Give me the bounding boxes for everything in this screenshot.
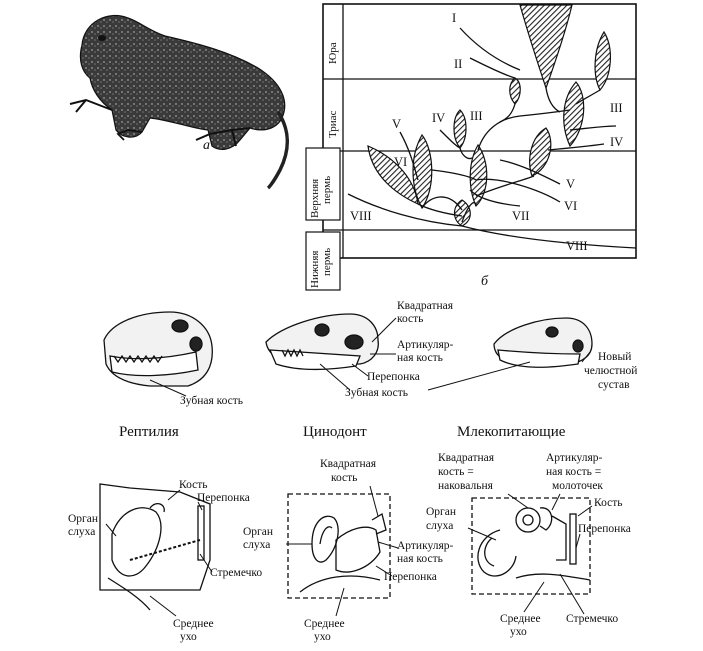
phylogeny-chart [305, 3, 637, 291]
ear-cynodont-middle-2: ухо [314, 631, 331, 643]
ear-reptile-organ-2: слуха [68, 526, 96, 538]
lineage-I-spindle [519, 4, 573, 90]
skull-mammal [493, 317, 593, 368]
ear-reptile-stapes: Стремечко [210, 567, 263, 579]
ear-mammal-articular-3: молоточек [552, 480, 604, 492]
skull-leader-lines [149, 317, 591, 397]
skull-label-quadrate-2: кость [397, 313, 424, 325]
lineage-label-III-right: III [610, 101, 623, 115]
panel-letter-a: а [203, 138, 210, 153]
period-label-jurassic: Юра [327, 42, 339, 64]
ear-reptile-middle-2: ухо [180, 631, 197, 643]
lineage-label-VIII-right: VIII [566, 239, 588, 253]
group-title-reptile: Рептилия [119, 424, 179, 440]
ear-cynodont-quadrate-1: Квадратная [320, 458, 377, 470]
period-label-upper-permian-2: пермь [321, 175, 333, 204]
lineage-label-III: III [470, 109, 483, 123]
ear-cynodont-eardrum: Перепонка [384, 571, 437, 583]
animal-hindleg [195, 127, 251, 147]
lineage-label-IV-right: IV [610, 135, 624, 149]
ear-mammal-stapes: Стремечко [566, 613, 619, 625]
skull-label-dentary-reptile: Зубная кость [180, 395, 244, 407]
ear-reptile-bone: Кость [179, 479, 208, 491]
lineage-label-V-right: V [566, 177, 576, 191]
skull-label-eardrum: Перепонка [367, 371, 420, 383]
lineage-IV-spindle [453, 109, 467, 149]
lineage-V-spindle [469, 143, 488, 208]
lineage-label-VIII: VIII [350, 209, 372, 223]
ear-reptile-drawing [99, 483, 211, 611]
ear-mammal-middle-2: ухо [510, 626, 527, 638]
lineage-III-spindle [563, 81, 585, 148]
ear-cynodont-articular-2: ная кость [397, 553, 443, 565]
lineage-label-IV: IV [432, 111, 446, 125]
ear-reptile-eardrum: Перепонка [197, 492, 250, 504]
ear-reptile-leaders [105, 489, 213, 617]
ear-mammal-articular-2: ная кость = [546, 466, 602, 478]
lineage-II-spindle [509, 77, 521, 105]
ear-cynodont-drawing [287, 493, 391, 599]
lineage-label-V: V [392, 117, 402, 131]
ear-mammal-articular-1: Артикуляр- [546, 452, 603, 464]
period-label-triassic: Триас [327, 110, 339, 138]
period-label-lower-permian-2: пермь [321, 247, 333, 276]
lineage-IV-spindle-right [529, 127, 552, 177]
ear-mammal-leaders [467, 493, 593, 615]
ear-cynodont-quadrate-2: кость [331, 472, 358, 484]
animal-eye [98, 35, 106, 41]
ear-mammal-quadrate-3: наковальня [438, 480, 493, 492]
lineage-label-I: I [452, 11, 457, 25]
ear-mammal-eardrum: Перепонка [578, 523, 631, 535]
ear-reptile-organ-1: Орган [68, 513, 99, 525]
ear-mammal-quadrate-2: кость = [438, 466, 474, 478]
lineage-label-VI-right: VI [564, 199, 578, 213]
skull-label-articular-2: ная кость [397, 352, 443, 364]
group-title-cynodont: Цинодонт [303, 424, 367, 440]
period-label-upper-permian-1: Верхняя [309, 178, 321, 218]
animal-body [79, 14, 286, 150]
lineage-label-II: II [454, 57, 463, 71]
animal-tail [266, 111, 289, 190]
ear-cynodont-articular-1: Артикуляр- [397, 540, 454, 552]
skull-label-new-joint-1: Новый [598, 351, 632, 363]
animal-front-paw [116, 129, 143, 141]
ear-mammal-quadrate-1: Квадратная [438, 452, 495, 464]
panel-letter-b: б [481, 274, 489, 289]
ear-mammal-bone: Кость [594, 497, 623, 509]
lineage-label-VII: VII [512, 209, 530, 223]
cynodont-animal-drawing [69, 14, 289, 190]
ear-cynodont-middle-1: Среднее [304, 618, 345, 630]
skull-label-quadrate-1: Квадратная [397, 300, 454, 312]
skull-label-new-joint-2: челюстной [584, 365, 638, 377]
period-label-lower-permian-1: Нижняя [309, 250, 321, 288]
ear-mammal-organ-1: Орган [426, 506, 457, 518]
skull-cynodont [265, 313, 379, 371]
group-title-mammal: Млекопитающие [457, 424, 566, 440]
skull-label-articular-1: Артикуляр- [397, 339, 454, 351]
ear-mammal-drawing [471, 497, 591, 595]
lineage-III-spindle-upper [594, 30, 611, 92]
animal-foreleg [69, 98, 113, 113]
skull-reptile [103, 311, 213, 387]
skull-label-dentary-cynodont: Зубная кость [345, 387, 409, 399]
lineage-label-VI: VI [394, 155, 408, 169]
ear-cynodont-organ-1: Орган [243, 526, 274, 538]
ear-mammal-middle-1: Среднее [500, 613, 541, 625]
ear-cynodont-organ-2: слуха [243, 539, 271, 551]
ear-cynodont-leaders [286, 485, 399, 617]
ear-reptile-middle-1: Среднее [173, 618, 214, 630]
ear-mammal-organ-2: слуха [426, 520, 454, 532]
skull-label-new-joint-3: сустав [598, 379, 630, 391]
